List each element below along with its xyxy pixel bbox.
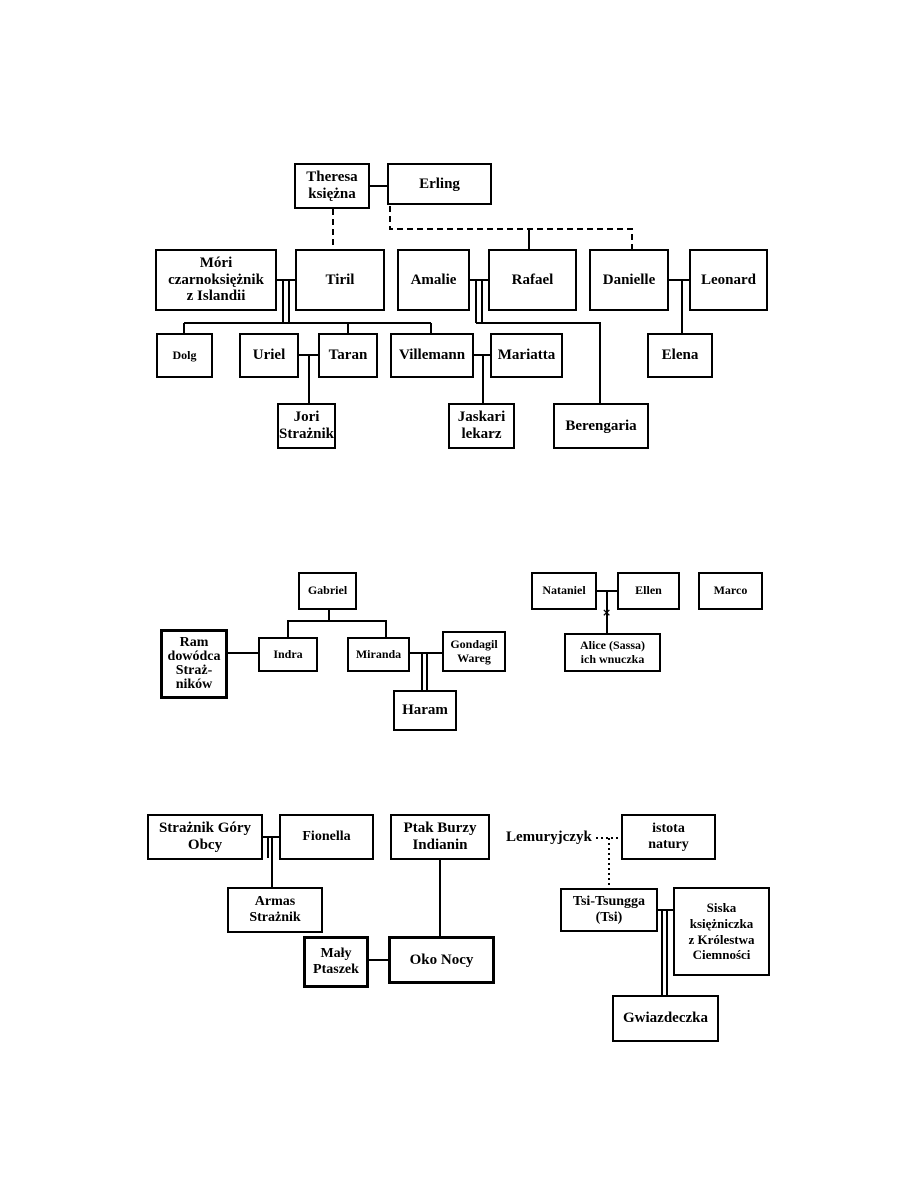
person-gondagil: Gondagil Wareg (442, 631, 506, 672)
person-indra: Indra (258, 637, 318, 672)
person-gabriel: Gabriel (298, 572, 357, 610)
person-istota: istota natury (621, 814, 716, 860)
person-theresa: Theresa księżna (294, 163, 370, 209)
person-ptak-burzy: Ptak Burzy Indianin (390, 814, 490, 860)
link-theresa-erling-children (389, 186, 633, 249)
person-marco: Marco (698, 572, 763, 610)
link-gabriel-children (287, 620, 387, 637)
cross-mark: × (602, 606, 612, 619)
person-jori: Jori Strażnik (277, 403, 336, 449)
person-rafael: Rafael (488, 249, 577, 311)
person-oko-nocy: Oko Nocy (388, 936, 495, 984)
person-armas: Armas Strażnik (227, 887, 323, 933)
person-mori: Móri czarnoksiężnik z Islandii (155, 249, 277, 311)
person-gwiazdeczka: Gwiazdeczka (612, 995, 719, 1042)
person-taran: Taran (318, 333, 378, 378)
person-ram: Ram dowódca Straż- ników (160, 629, 228, 699)
person-erling: Erling (387, 163, 492, 205)
person-tiril: Tiril (295, 249, 385, 311)
person-miranda: Miranda (347, 637, 410, 672)
person-ellen: Ellen (617, 572, 680, 610)
person-danielle: Danielle (589, 249, 669, 311)
person-mariatta: Mariatta (490, 333, 563, 378)
person-elena: Elena (647, 333, 713, 378)
person-haram: Haram (393, 690, 457, 731)
link-to-berengaria (476, 322, 601, 403)
person-maly-ptaszek: Mały Ptaszek (303, 936, 369, 988)
person-straznik-gory: Strażnik Góry Obcy (147, 814, 263, 860)
person-amalie: Amalie (397, 249, 470, 311)
person-jaskari: Jaskari lekarz (448, 403, 515, 449)
person-tsi: Tsi-Tsungga (Tsi) (560, 888, 658, 932)
person-lemuryjczyk: Lemuryjczyk (504, 814, 596, 860)
person-dolg: Dolg (156, 333, 213, 378)
person-uriel: Uriel (239, 333, 299, 378)
person-nataniel: Nataniel (531, 572, 597, 610)
person-alice: Alice (Sassa) ich wnuczka (564, 633, 661, 672)
person-siska: Siska księżniczka z Królestwa Ciemności (673, 887, 770, 976)
person-villemann: Villemann (390, 333, 474, 378)
person-leonard: Leonard (689, 249, 768, 311)
person-berengaria: Berengaria (553, 403, 649, 449)
person-fionella: Fionella (279, 814, 374, 860)
